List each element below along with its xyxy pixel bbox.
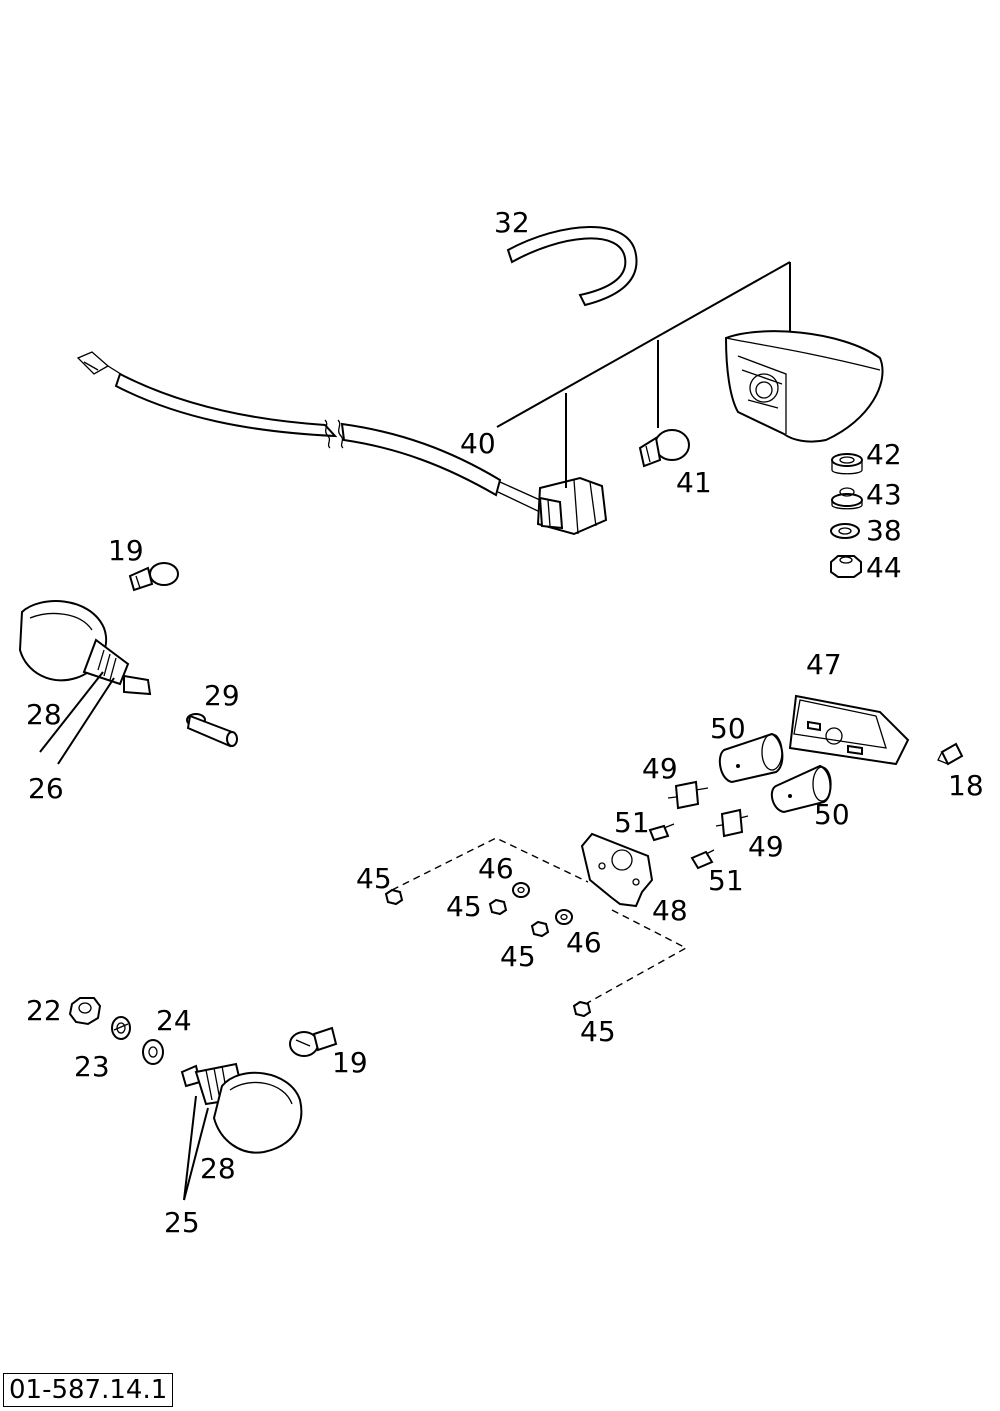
part-45-nut-b [488,898,508,916]
callout-29: 29 [204,679,240,712]
part-19-bulb-upper [128,562,179,592]
callout-45-b: 45 [446,890,482,923]
callout-25: 25 [164,1206,200,1239]
part-44-nut [830,555,862,578]
callout-32: 32 [494,206,530,239]
callout-28-lower: 28 [200,1152,236,1185]
callout-46-lower: 46 [566,926,602,959]
part-29-nut-sleeve [186,713,238,748]
callout-48: 48 [652,894,688,927]
callout-labels: 32 40 41 42 43 38 44 19 29 28 26 47 50 4… [26,206,984,1239]
part-45-nut-d [572,1000,592,1018]
callout-38: 38 [866,514,902,547]
part-24-washer [142,1039,164,1065]
callout-51-upper: 51 [614,806,650,839]
dashed-assembly-lines [391,837,688,1007]
callout-24: 24 [156,1004,192,1037]
callout-40: 40 [460,427,496,460]
part-46-washer-a [512,882,530,898]
part-28-indicator-upper [18,600,152,696]
callout-42: 42 [866,438,902,471]
part-19-bulb-lower [289,1026,338,1057]
callout-26: 26 [28,772,64,805]
callout-51-lower: 51 [708,864,744,897]
callout-47: 47 [806,648,842,681]
callout-50-lower: 50 [814,798,850,831]
callout-45-c: 45 [500,940,536,973]
callout-19-lower: 19 [332,1046,368,1079]
callout-49-upper: 49 [642,752,678,785]
part-46-washer-b [555,909,573,925]
drawing-number-box: 01-587.14.1 [3,1373,174,1407]
callout-49-lower: 49 [748,830,784,863]
part-23-lock-washer [111,1016,131,1040]
leader-lines-25-lower [183,1095,209,1201]
leader-lines-40 [496,261,791,488]
part-51-screw-upper [648,823,675,842]
callout-46-upper: 46 [478,852,514,885]
callout-18: 18 [948,769,984,802]
part-40-bulb-socket [536,476,608,536]
part-45-nut-c [530,920,550,938]
part-45-nut-a [384,888,404,906]
part-18-bulb [937,742,964,766]
part-49-mount-lower [715,808,749,838]
callout-23: 23 [74,1050,110,1083]
part-38-washer [830,523,860,539]
callout-45-a: 45 [356,862,392,895]
part-50-buffer-upper [718,732,784,784]
callout-28-upper: 28 [26,698,62,731]
tail-light-housing [724,330,884,443]
wiring-harness [76,351,541,513]
part-42-grommet [831,453,863,475]
part-51-screw-lower [690,849,715,870]
part-47-number-plate-light [788,694,910,766]
callout-19-upper: 19 [108,534,144,567]
part-22-nut [68,997,102,1026]
callout-22: 22 [26,994,62,1027]
part-43-spacer [831,487,863,510]
part-28-indicator-lower [180,1062,303,1154]
leader-lines-26-upper [39,671,115,765]
callout-44: 44 [866,551,902,584]
part-50-buffer-lower [770,764,832,814]
part-41-bulb [638,429,690,468]
part-32-rubber-strip [506,226,638,307]
callout-41: 41 [676,466,712,499]
part-48-bracket [580,832,654,908]
callout-43: 43 [866,478,902,511]
part-49-mount-upper [667,780,709,810]
callout-50-upper: 50 [710,712,746,745]
callout-45-d: 45 [580,1015,616,1048]
